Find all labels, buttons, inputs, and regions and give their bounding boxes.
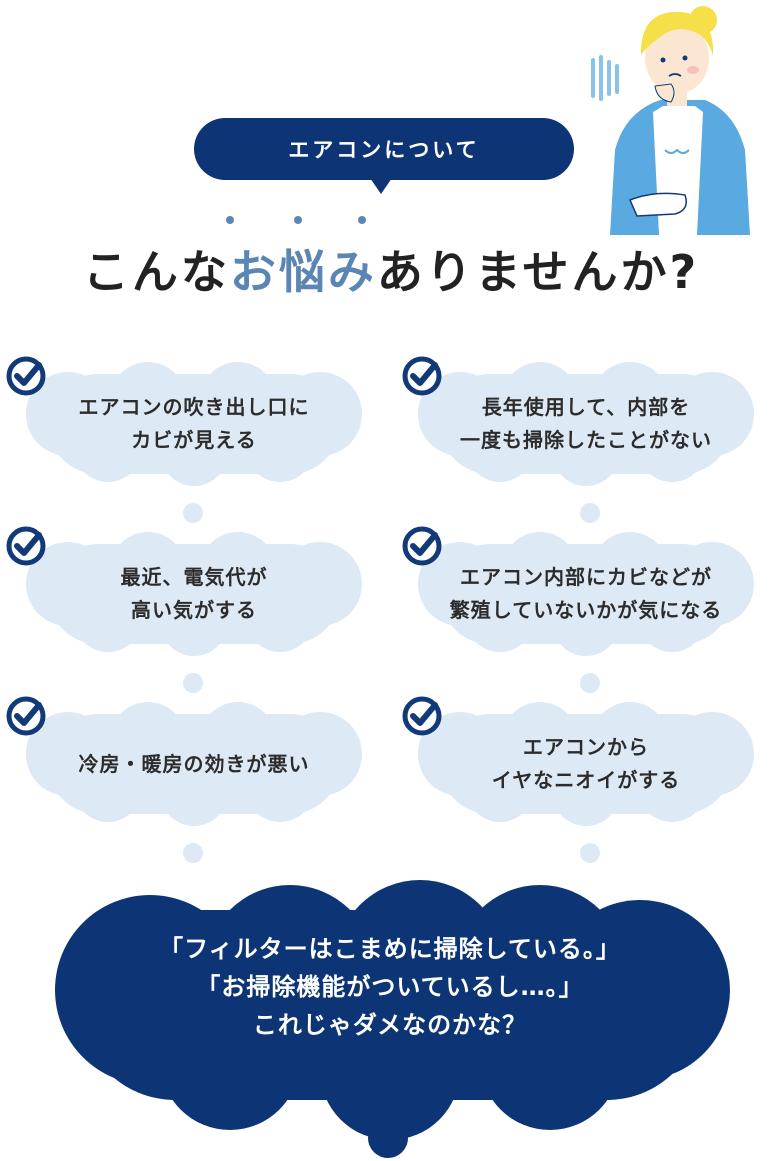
- headline-highlight: お悩み: [229, 245, 377, 299]
- summary-line: 「お掃除機能がついているし…。」: [196, 973, 584, 1001]
- summary-text: 「フィルターはこまめに掃除している。」 「お掃除機能がついているし…。」 これじ…: [80, 930, 700, 1044]
- concern-card: 最近、電気代が 高い気がする: [8, 530, 380, 658]
- cloud-tail-dot: [580, 503, 600, 523]
- emphasis-dots: [222, 216, 382, 228]
- concern-text: エアコンから イヤなニオイがする: [400, 700, 772, 828]
- topic-badge: エアコンについて: [194, 118, 574, 180]
- concern-card: 冷房・暖房の効きが悪い: [8, 700, 380, 828]
- concern-card: 長年使用して、内部を 一度も掃除したことがない: [400, 360, 772, 488]
- concern-line: エアコンから: [523, 735, 649, 759]
- topic-badge-pointer: [370, 178, 392, 194]
- check-circle-icon: [402, 526, 442, 566]
- concern-text: エアコンの吹き出し口に カビが見える: [8, 360, 380, 488]
- summary-line: 「フィルターはこまめに掃除している。」: [159, 935, 621, 963]
- check-circle-icon: [402, 356, 442, 396]
- concern-card: エアコンから イヤなニオイがする: [400, 700, 772, 828]
- concern-line: 長年使用して、内部を: [481, 395, 691, 419]
- headline-prefix: こんな: [82, 245, 230, 299]
- cloud-tail-dot: [183, 673, 203, 693]
- concern-line: エアコン内部にカビなどが: [460, 565, 712, 589]
- check-circle-icon: [6, 356, 46, 396]
- concern-card: エアコンの吹き出し口に カビが見える: [8, 360, 380, 488]
- worried-woman-illustration: [591, 6, 750, 235]
- concern-card: エアコン内部にカビなどが 繁殖していないかが気になる: [400, 530, 772, 658]
- concern-line: 高い気がする: [131, 598, 257, 622]
- thought-bubble: [55, 880, 730, 1158]
- cloud-tail-dot: [183, 503, 203, 523]
- concern-text: 冷房・暖房の効きが悪い: [8, 700, 380, 828]
- cloud-tail-dot: [580, 843, 600, 863]
- concern-line: 一度も掃除したことがない: [460, 428, 712, 452]
- page-headline: こんなお悩みありませんか?: [0, 236, 782, 302]
- concern-line: イヤなニオイがする: [491, 768, 681, 792]
- headline-suffix: ありませんか?: [376, 245, 700, 299]
- concern-line: 繁殖していないかが気になる: [449, 598, 723, 622]
- check-circle-icon: [6, 696, 46, 736]
- cloud-tail-dot: [183, 843, 203, 863]
- concern-line: エアコンの吹き出し口に: [78, 395, 310, 419]
- concern-line: 最近、電気代が: [120, 565, 268, 589]
- check-circle-icon: [6, 526, 46, 566]
- cloud-tail-dot: [580, 673, 600, 693]
- concern-text: 最近、電気代が 高い気がする: [8, 530, 380, 658]
- topic-badge-label: エアコンについて: [288, 138, 480, 162]
- check-circle-icon: [402, 696, 442, 736]
- concern-line: カビが見える: [131, 428, 257, 452]
- concern-text: 長年使用して、内部を 一度も掃除したことがない: [400, 360, 772, 488]
- concern-line: 冷房・暖房の効きが悪い: [78, 751, 310, 776]
- concern-text: エアコン内部にカビなどが 繁殖していないかが気になる: [400, 530, 772, 658]
- summary-line: これじゃダメなのかな？: [252, 1011, 528, 1039]
